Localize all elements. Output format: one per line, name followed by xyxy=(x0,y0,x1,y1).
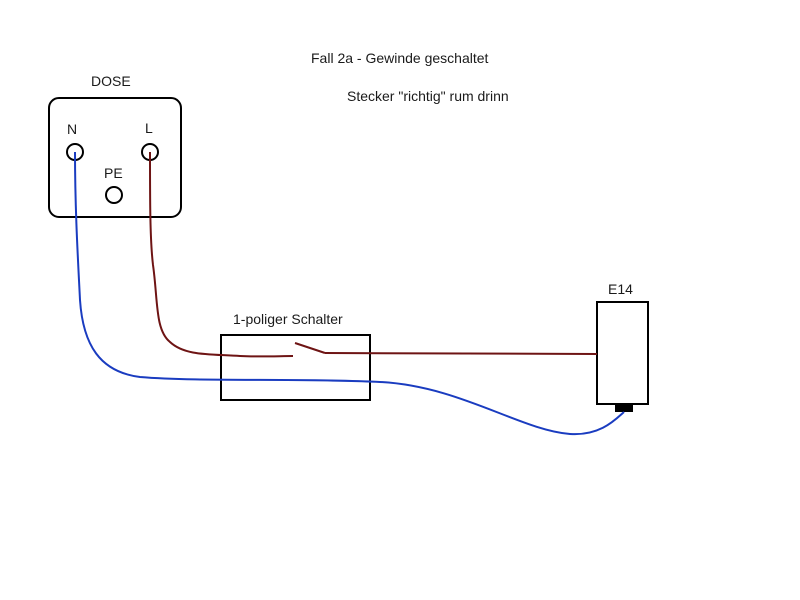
neutral-wire xyxy=(74,151,625,436)
lamp-thread-contact xyxy=(615,404,633,412)
switch-contact-lever xyxy=(294,342,326,354)
switch-box xyxy=(220,334,371,401)
terminal-n-label: N xyxy=(67,121,78,137)
switch-label: 1-poliger Schalter xyxy=(233,311,343,327)
terminal-l-label: L xyxy=(145,120,153,136)
outlet-label: DOSE xyxy=(91,73,131,89)
terminal-pe xyxy=(105,186,123,204)
outlet-box xyxy=(48,97,182,218)
diagram-title: Fall 2a - Gewinde geschaltet xyxy=(311,50,489,66)
lamp-body xyxy=(596,301,649,405)
live-wire-to-lamp xyxy=(324,352,598,355)
live-wire-to-switch xyxy=(149,151,294,358)
lamp-label: E14 xyxy=(608,281,633,297)
terminal-pe-label: PE xyxy=(104,165,123,181)
diagram-subtitle: Stecker "richtig" rum drinn xyxy=(347,88,509,104)
